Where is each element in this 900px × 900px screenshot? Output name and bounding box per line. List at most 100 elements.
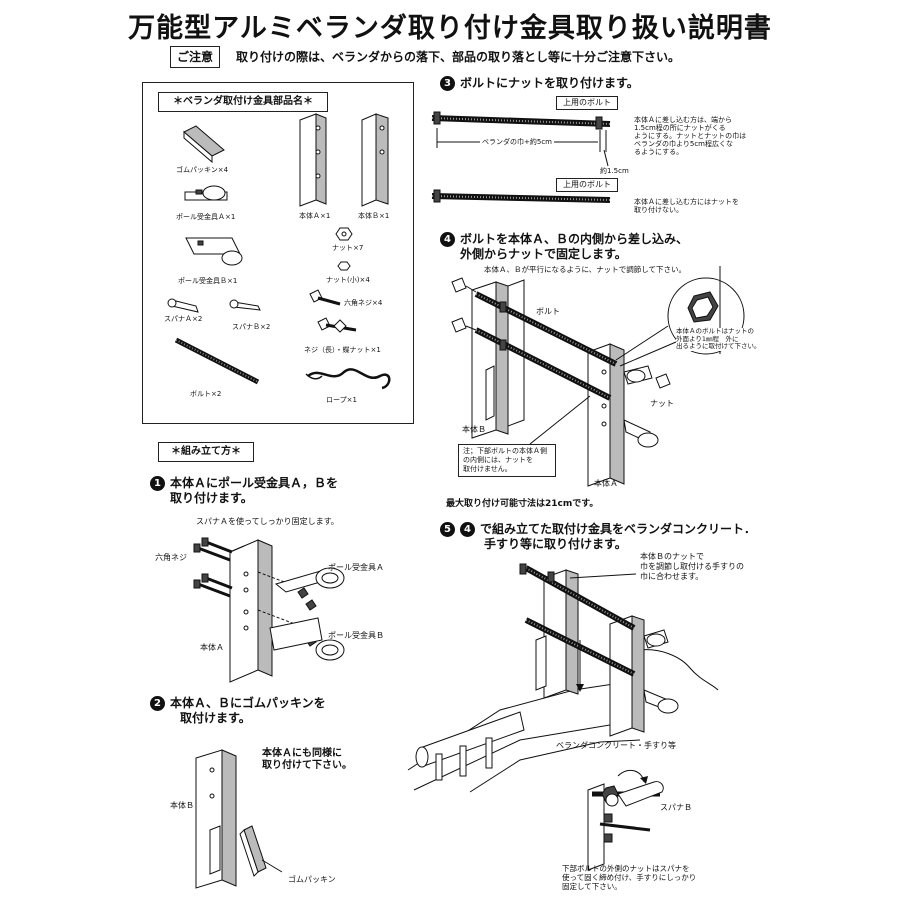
part-label: ポール受金具Ａ×1 xyxy=(176,213,236,221)
pole-receiver-b-illustration xyxy=(185,237,243,266)
step-3-heading: 3 ボルトにナットを取り付けます。 xyxy=(440,76,639,91)
lower-bolt-box: 上用のボルト xyxy=(556,178,618,192)
parts-list-heading: ＊ベランダ取付け金具部品名＊ xyxy=(158,92,328,112)
note-line: 注；下部ボルトの本体Ａ側 xyxy=(463,447,547,455)
part-label: ポール受金具Ｂ×1 xyxy=(178,277,238,285)
note-line: 巾を調節し取付ける手すりの xyxy=(640,562,744,571)
spanner-a-illustration xyxy=(167,298,199,313)
hex-screw-illustration xyxy=(309,289,341,306)
part-label: ゴムパッキン×4 xyxy=(176,166,229,174)
note-line: 使って固く締め付け、手すりにしっかり xyxy=(562,873,697,882)
step-number: 4 xyxy=(440,232,455,247)
body-a-illustration xyxy=(299,113,327,207)
step-5-line-1: で組み立てた取付け金具をベランダコンクリート． xyxy=(480,522,757,536)
caution-text: 取り付けの際は、ベランダからの落下、部品の取り落とし等に十分ご注意下さい。 xyxy=(236,50,681,64)
note-line: 本体Ａのボルトはナットの xyxy=(676,327,754,335)
step-1-label: ポール受金具Ａ xyxy=(328,563,384,572)
note-line: 取付けません。 xyxy=(463,465,512,473)
step-3-upper-note: 本体Ａに差し込む方は、端から 1.5cm程の所にナットがくる ようにする。ナット… xyxy=(634,116,746,156)
step-4-heading: 4 ボルトを本体Ａ、Ｂの内側から差し込み、 外側からナットで固定します。 xyxy=(440,232,688,262)
step-2-note-line: 本体Ａにも同様に xyxy=(262,748,342,759)
parts-list-box xyxy=(142,82,414,424)
step-4-subtext: 本体Ａ、Ｂが平行になるように、ナットで調節して下さい。 xyxy=(484,265,687,274)
step-2-label: 本体Ｂ xyxy=(170,801,194,810)
note-line: 巾に合わせます。 xyxy=(640,572,704,581)
step-5-top-note: 本体Ｂのナットで 巾を調節し取付ける手すりの 巾に合わせます。 xyxy=(640,552,744,582)
part-label: ボルト×2 xyxy=(190,390,222,398)
step-4-line-1: ボルトを本体Ａ、Ｂの内側から差し込み、 xyxy=(460,232,689,246)
part-label: 本体Ｂ×1 xyxy=(358,212,390,220)
step-5-line-2: 手すり等に取り付けます。 xyxy=(484,537,627,551)
long-screw-illustration xyxy=(317,317,357,333)
step-number: 5 xyxy=(440,522,455,537)
step-2-line-1: 本体Ａ、Ｂにゴムパッキンを xyxy=(170,696,326,710)
part-label: スパナＢ×2 xyxy=(232,323,271,331)
part-label: 本体Ａ×1 xyxy=(299,212,331,220)
part-label: 六角ネジ×4 xyxy=(344,299,383,307)
step-1-heading: 1 本体Ａにポール受金具Ａ，Ｂを 取り付けます。 xyxy=(150,476,338,506)
step-2-line-2: 取付けます。 xyxy=(180,711,251,725)
step-4-line-2: 外側からナットで固定します。 xyxy=(460,247,627,261)
veranda-label: ベランダコンクリート・手すり等 xyxy=(556,741,676,750)
nut-illustration xyxy=(335,227,353,241)
note-line: 固定して下さい。 xyxy=(562,882,622,891)
note-line: ようにする。ナットとナットの巾は xyxy=(634,132,747,140)
note-line: 出るように取付けて下さい。 xyxy=(676,342,761,350)
step-4-label: ナット xyxy=(650,399,674,408)
step-3-line: ボルトにナットを取り付けます。 xyxy=(460,76,639,90)
max-size-note: 最大取り付け可能寸法は21cmです。 xyxy=(446,499,599,509)
step-4-label: 本体Ｂ xyxy=(462,425,486,434)
upper-bolt-box: 上用のボルト xyxy=(556,96,618,110)
step-2-note-line: 取り付けて下さい。 xyxy=(262,760,352,771)
note-line: 本体Ａに差し込む方は、端から xyxy=(634,116,732,124)
step-4-label: 本体Ａ xyxy=(594,479,618,488)
body-b-illustration xyxy=(361,113,389,207)
part-label: ロープ×1 xyxy=(326,396,357,404)
step-number: 3 xyxy=(440,76,455,91)
caution-label: ご注意 xyxy=(170,46,220,68)
step-5-bottom-note: 下部ボルトの外側のナットはスパナを 使って固く締め付け、手すりにしっかり 固定し… xyxy=(562,864,696,891)
spanner-b-label: スパナＢ xyxy=(660,803,692,812)
pole-receiver-a-illustration xyxy=(184,185,228,201)
note-line: るようにする。 xyxy=(634,148,684,156)
page-title: 万能型アルミベランダ取り付け金具取り扱い説明書 xyxy=(128,13,772,44)
note-line: ベランダの巾より5cm程広くな xyxy=(634,140,733,148)
assembly-heading: ＊組み立て方＊ xyxy=(158,442,254,462)
step-4-caution-box: 注；下部ボルトの本体Ａ側 の内側には、ナットを 取付けません。 xyxy=(458,444,556,477)
approx-label: 約1.5cm xyxy=(600,167,629,175)
bolt-illustration xyxy=(174,337,260,385)
step-1-label: ポール受金具Ｂ xyxy=(328,631,384,640)
step-4-label: ボルト xyxy=(536,307,560,316)
part-label: スパナＡ×2 xyxy=(164,315,203,323)
zoom-note: 本体Ａのボルトはナットの 外面より1㎜程 外に 出るように取付けて下さい。 xyxy=(676,327,761,351)
note-line: の内側には、ナットを xyxy=(463,456,533,464)
spanner-b-illustration xyxy=(229,299,261,311)
note-line: 1.5cm程の所にナットがくる xyxy=(634,124,726,132)
step-1-label: 本体Ａ xyxy=(200,643,224,652)
step-number: 1 xyxy=(150,476,165,491)
step-1-line-1: 本体Ａにポール受金具Ａ，Ｂを xyxy=(170,476,339,490)
step-3-lower-note: 本体Ａに差し込む方にはナットを 取り付けない。 xyxy=(634,198,739,214)
step-1-subtext: スパナＡを使ってしっかり固定します。 xyxy=(196,517,339,526)
note-line: 本体Ａに差し込む方にはナットを xyxy=(634,198,739,206)
small-nut-illustration xyxy=(337,261,351,271)
note-line: 取り付けない。 xyxy=(634,206,683,214)
bolt-width-label: ベランダの巾+約5cm xyxy=(480,137,554,147)
part-label: ナット(小)×4 xyxy=(326,276,370,284)
step-2-note: 本体Ａにも同様に 取り付けて下さい。 xyxy=(262,748,352,772)
part-label: ナット×7 xyxy=(332,244,364,252)
note-line: 外面より1㎜程 外に xyxy=(676,334,739,343)
note-line: 本体Ｂのナットで xyxy=(640,552,704,561)
step-1-label: 六角ネジ xyxy=(155,553,187,562)
step-1-line-2: 取り付けます。 xyxy=(170,491,253,505)
note-line: 下部ボルトの外側のナットはスパナを xyxy=(562,864,690,873)
part-label: ネジ（長）・蝶ナット×1 xyxy=(304,346,381,354)
rubber-packing-illustration xyxy=(183,125,225,164)
